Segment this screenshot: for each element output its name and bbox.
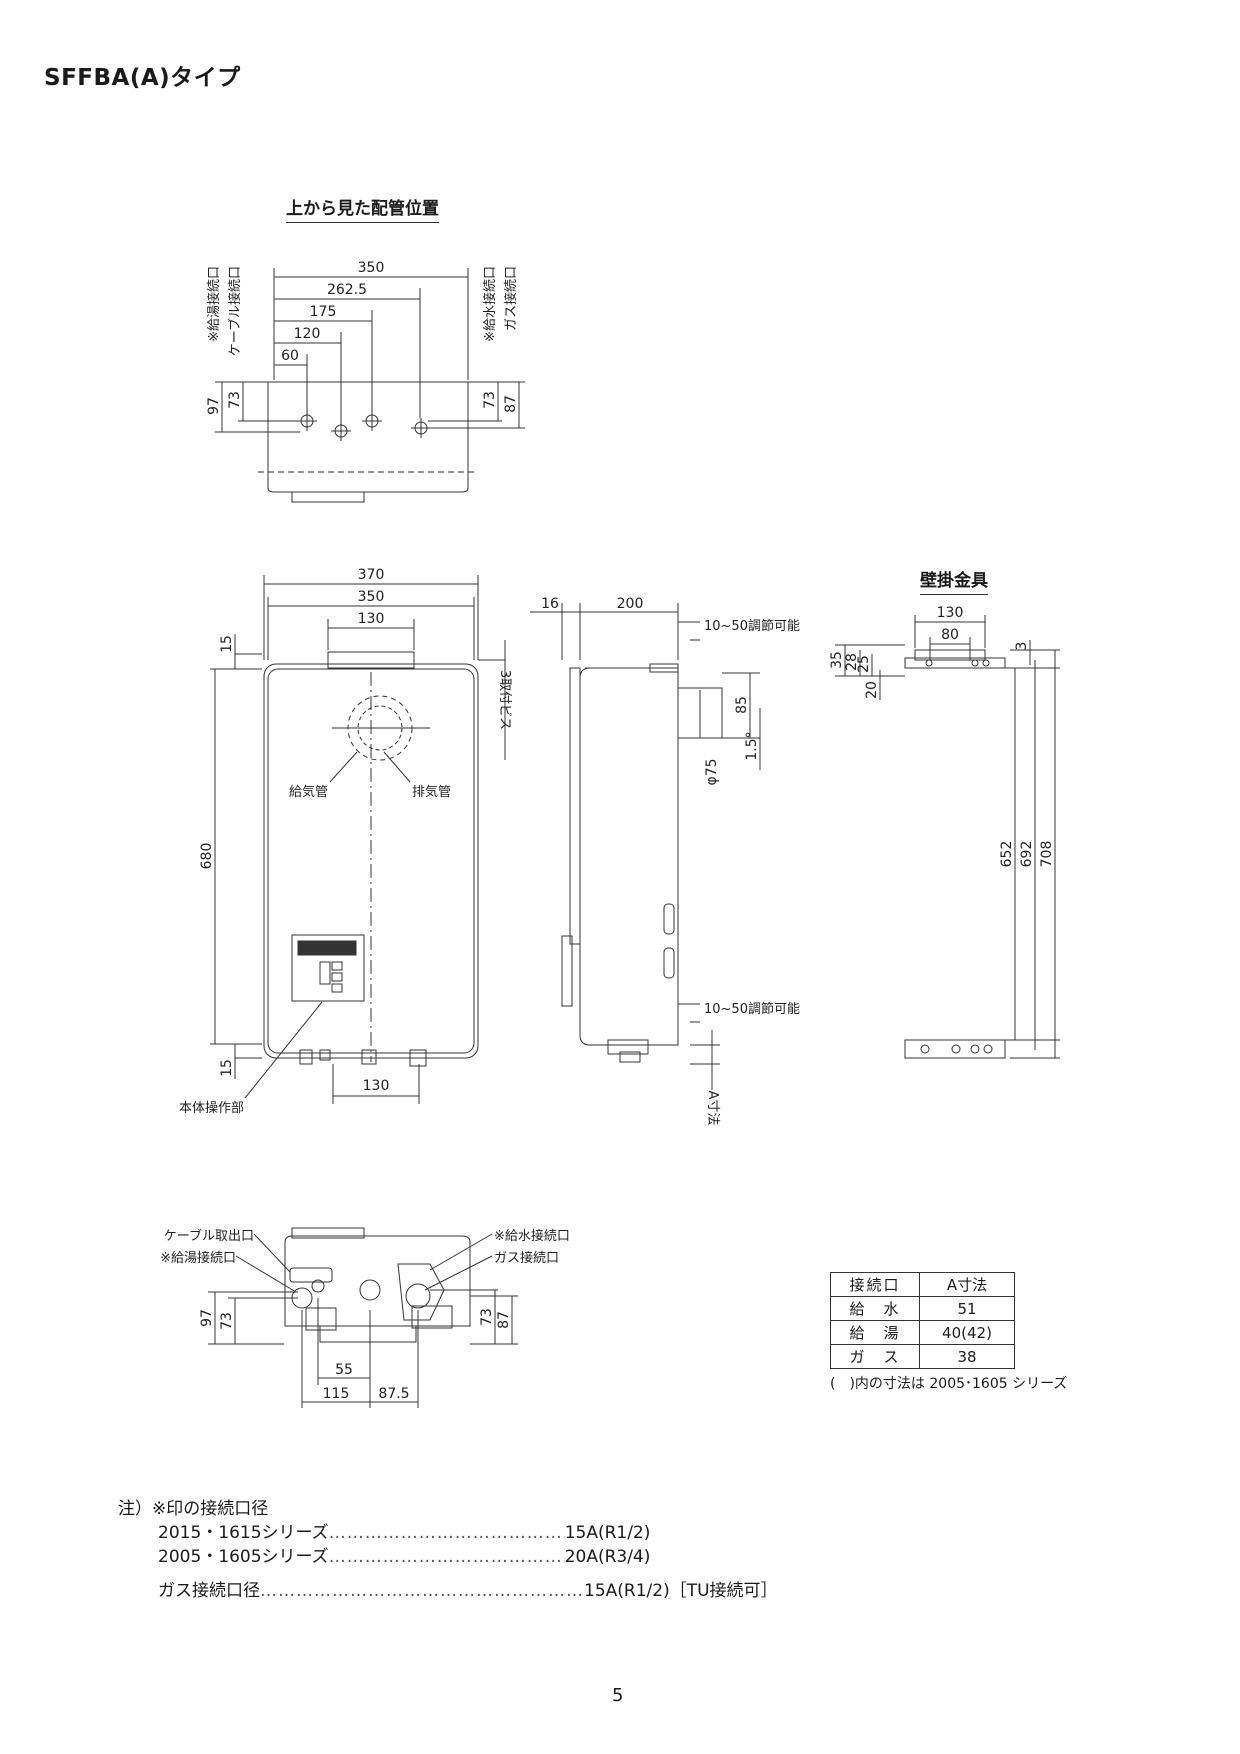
bottom-left-depth-97: 97 xyxy=(199,1309,215,1327)
control-panel-label: 本体操作部 xyxy=(179,1100,244,1116)
table-header-row: 接続口 A寸法 xyxy=(830,1272,1015,1297)
top-right-depth-87: 87 xyxy=(503,395,519,413)
side-pipe-offset: 85 xyxy=(734,696,750,714)
side-depth-16: 16 xyxy=(541,596,559,612)
bottom-view-outline xyxy=(208,1227,518,1408)
front-screws-label: 3取付ビス xyxy=(497,670,512,730)
table-cell: 40(42) xyxy=(919,1320,1015,1345)
bottom-view-dims: 97 73 73 87 55 115 87.5 xyxy=(199,1308,512,1402)
bracket-dim-35: 35 xyxy=(829,651,845,669)
table-cell: 51 xyxy=(919,1296,1015,1321)
top-width-175: 175 xyxy=(310,304,337,320)
note-value: 20A(R3/4) xyxy=(564,1547,651,1567)
note-label: 2015・1615シリーズ xyxy=(158,1523,329,1543)
top-label-water: ※給水接続口 xyxy=(482,266,498,342)
bracket-dim-28: 28 xyxy=(844,653,860,671)
top-label-hot-water: ※給湯接続口 xyxy=(206,266,222,342)
table-note: ( )内の寸法は 2005･1605 シリーズ xyxy=(830,1376,1068,1392)
side-pipe-diameter: φ75 xyxy=(704,758,720,785)
side-adjust-top: 10~50調節可能 xyxy=(704,619,800,634)
bottom-right-depth-87: 87 xyxy=(496,1311,512,1329)
top-view-title: 上から見た配管位置 xyxy=(286,194,439,223)
bottom-width-55: 55 xyxy=(335,1362,353,1378)
table-cell: 給 水 xyxy=(830,1296,920,1321)
bracket-dim-20: 20 xyxy=(864,681,880,699)
bottom-label-hot-water: ※給湯接続口 xyxy=(160,1250,236,1266)
front-width-130: 130 xyxy=(358,611,385,627)
top-label-gas: ガス接続口 xyxy=(503,266,519,331)
note-leader: …………………………………………… xyxy=(328,1547,565,1567)
front-view-outline xyxy=(210,575,506,1104)
front-height: 680 xyxy=(199,843,215,870)
bracket-height-692: 692 xyxy=(1019,841,1035,868)
table-cell: 給 湯 xyxy=(830,1320,920,1345)
front-view-dims: 370 350 130 15 680 15 130 xyxy=(199,567,389,1094)
table-header-port: 接続口 xyxy=(830,1272,920,1297)
intake-label: 給気管 xyxy=(289,784,328,800)
note-label: 2005・1605シリーズ xyxy=(158,1547,329,1567)
table-cell: ガ ス xyxy=(830,1344,920,1369)
bracket-title: 壁掛金具 xyxy=(920,566,988,595)
note-leader: …………………………………………………………… xyxy=(260,1581,584,1601)
front-width-370: 370 xyxy=(358,567,385,583)
bottom-width-115: 115 xyxy=(323,1386,350,1402)
bottom-width-87-5: 87.5 xyxy=(378,1386,409,1402)
note-value: 15A(R1/2)［TU接続可］ xyxy=(584,1581,778,1601)
note-label: ガス接続口径 xyxy=(158,1581,260,1601)
bracket-outline xyxy=(835,615,1060,1059)
bottom-label-water: ※給水接続口 xyxy=(494,1228,570,1244)
bottom-label-gas: ガス接続口 xyxy=(494,1250,559,1266)
side-view-outline xyxy=(530,603,761,1090)
page-title: SFFBA(A)タイプ xyxy=(44,65,241,91)
top-width-262: 262.5 xyxy=(327,282,367,298)
side-slope: 1.5° xyxy=(744,731,760,760)
top-width-350: 350 xyxy=(358,260,385,276)
notes-block: 注）※印の接続口径 2015・1615シリーズ …………………………………………… xyxy=(118,1497,778,1603)
bracket-height-708: 708 xyxy=(1039,841,1055,868)
bottom-right-depth-73: 73 xyxy=(479,1308,495,1326)
top-view-dims: 350 262.5 175 120 60 97 73 73 87 xyxy=(206,260,519,415)
bracket-dims: 130 80 35 28 25 20 3 652 692 708 xyxy=(829,605,1055,867)
top-label-cable: ケーブル接続口 xyxy=(227,266,243,356)
note-line: 2015・1615シリーズ …………………………………………… 15A(R1/2… xyxy=(118,1521,778,1545)
side-depth-200: 200 xyxy=(617,596,644,612)
bracket-width-80: 80 xyxy=(941,627,959,643)
top-width-120: 120 xyxy=(294,326,321,342)
front-width-350: 350 xyxy=(358,589,385,605)
front-bottom-width: 130 xyxy=(363,1078,390,1094)
bracket-dim-25: 25 xyxy=(856,655,872,673)
bottom-left-depth-73: 73 xyxy=(219,1312,235,1330)
front-top-margin: 15 xyxy=(219,635,235,653)
exhaust-label: 排気管 xyxy=(412,784,451,800)
front-bottom-margin: 15 xyxy=(219,1059,235,1077)
table-cell: 38 xyxy=(919,1344,1015,1369)
side-a-dimension: A寸法 xyxy=(705,1091,720,1126)
table-row: 給 水 51 xyxy=(830,1296,1015,1321)
top-left-depth-73: 73 xyxy=(227,391,243,409)
top-left-depth-97: 97 xyxy=(206,397,222,415)
table-header-a-dim: A寸法 xyxy=(919,1272,1015,1297)
bottom-label-cable-outlet: ケーブル取出口 xyxy=(164,1228,254,1244)
note-line: 2005・1605シリーズ …………………………………………… 20A(R3/4… xyxy=(118,1545,778,1569)
bracket-dim-3: 3 xyxy=(1014,642,1030,651)
top-width-60: 60 xyxy=(281,348,299,364)
page-number: 5 xyxy=(612,1685,624,1706)
a-dimension-table-block: 接続口 A寸法 給 水 51 給 湯 40(42) ガ ス 38 ( )内の寸法… xyxy=(830,1272,1067,1393)
bracket-height-652: 652 xyxy=(999,841,1015,868)
note-value: 15A(R1/2) xyxy=(564,1523,651,1543)
side-view-dims: 16 200 85 1.5° φ75 xyxy=(541,596,760,786)
top-view-outline xyxy=(215,268,525,503)
notes-heading: 注）※印の接続口径 xyxy=(118,1499,269,1519)
note-line: ガス接続口径 …………………………………………………………… 15A(R1/2)… xyxy=(118,1579,778,1603)
a-dimension-table: 接続口 A寸法 給 水 51 給 湯 40(42) ガ ス 38 xyxy=(830,1272,1015,1369)
top-right-depth-73: 73 xyxy=(482,391,498,409)
table-row: 給 湯 40(42) xyxy=(830,1320,1015,1345)
side-adjust-bottom: 10~50調節可能 xyxy=(704,1002,800,1017)
note-leader: …………………………………………… xyxy=(328,1523,565,1543)
table-row: ガ ス 38 xyxy=(830,1344,1015,1369)
bracket-width-130: 130 xyxy=(937,605,964,621)
